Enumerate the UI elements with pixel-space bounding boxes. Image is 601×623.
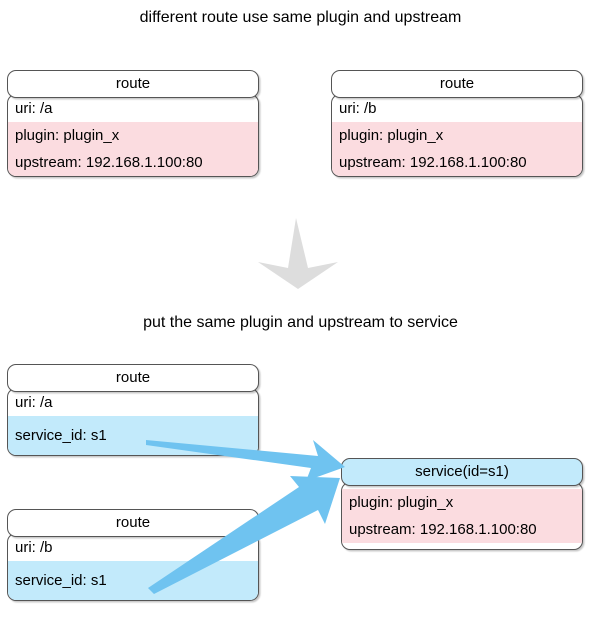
route-card-a-header: route: [7, 70, 259, 98]
route-card-service-a-uri: uri: /a: [15, 394, 53, 411]
service-card-header: service(id=s1): [341, 458, 583, 486]
route-card-service-a-ref: service_id: s1: [8, 416, 258, 455]
route-card-b-body: uri: /b plugin: plugin_x upstream: 192.1…: [331, 94, 583, 177]
service-card-shared-config: plugin: plugin_x upstream: 192.168.1.100…: [342, 489, 582, 543]
service-card-upstream: upstream: 192.168.1.100:80: [349, 521, 537, 538]
route-card-a-upstream: upstream: 192.168.1.100:80: [15, 154, 203, 171]
route-card-a-body: uri: /a plugin: plugin_x upstream: 192.1…: [7, 94, 259, 177]
route-card-service-b-ref: service_id: s1: [8, 561, 258, 600]
service-card-plugin: plugin: plugin_x: [349, 494, 454, 511]
route-card-service-b-service-id: service_id: s1: [15, 572, 107, 589]
route-card-a-plugin: plugin: plugin_x: [15, 127, 120, 144]
bottom-section-caption: put the same plugin and upstream to serv…: [143, 314, 458, 331]
route-card-service-a-service-id: service_id: s1: [15, 427, 107, 444]
route-card-a-shared-config: plugin: plugin_x upstream: 192.168.1.100…: [8, 122, 258, 176]
route-card-a-uri: uri: /a: [15, 100, 53, 117]
route-card-b: route uri: /b plugin: plugin_x upstream:…: [331, 70, 583, 177]
route-card-a: route uri: /a plugin: plugin_x upstream:…: [7, 70, 259, 177]
route-card-service-b-header: route: [7, 509, 259, 537]
route-card-b-uri: uri: /b: [339, 100, 377, 117]
top-section-caption: different route use same plugin and upst…: [139, 9, 462, 26]
route-card-b-plugin: plugin: plugin_x: [339, 127, 444, 144]
spacer: [8, 449, 258, 455]
route-card-service-b: route uri: /b service_id: s1: [7, 509, 259, 601]
route-card-service-a-body: uri: /a service_id: s1: [7, 388, 259, 456]
spacer: [8, 594, 258, 600]
route-card-b-shared-config: plugin: plugin_x upstream: 192.168.1.100…: [332, 122, 582, 176]
route-card-service-b-body: uri: /b service_id: s1: [7, 533, 259, 601]
route-card-service-a-header: route: [7, 364, 259, 392]
service-card: service(id=s1) plugin: plugin_x upstream…: [341, 458, 583, 550]
route-card-b-header: route: [331, 70, 583, 98]
route-card-service-b-uri: uri: /b: [15, 539, 53, 556]
service-card-body: plugin: plugin_x upstream: 192.168.1.100…: [341, 482, 583, 550]
route-card-service-a: route uri: /a service_id: s1: [7, 364, 259, 456]
spacer: [342, 543, 582, 549]
route-card-b-upstream: upstream: 192.168.1.100:80: [339, 154, 527, 171]
down-arrow-icon: [258, 218, 338, 289]
